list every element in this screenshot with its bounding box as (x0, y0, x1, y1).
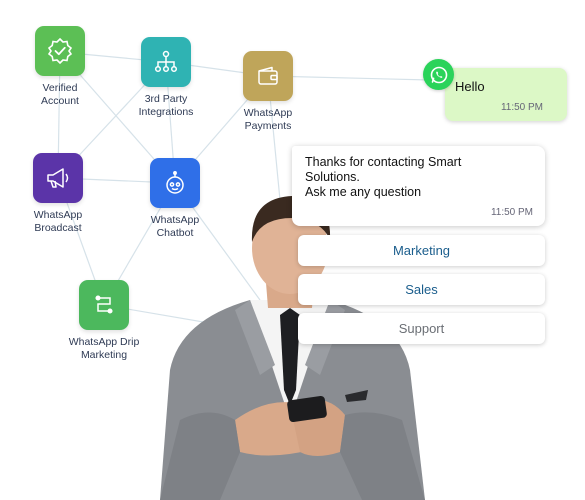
third-party-tile (141, 37, 191, 87)
whatsapp-icon (430, 66, 447, 83)
bot-message-time: 11:50 PM (490, 207, 533, 218)
node-third-party-integrations[interactable]: 3rd Party Integrations (111, 37, 221, 119)
bot-message-text: Thanks for contacting Smart Solutions. A… (305, 155, 462, 199)
node-label: Verified Account (41, 82, 79, 107)
user-message-time: 11:50 PM (500, 102, 543, 113)
node-label: WhatsApp Broadcast (33, 209, 83, 234)
user-message-text: Hello (455, 79, 485, 94)
network-hierarchy-icon (154, 50, 178, 73)
node-label: 3rd Party Integrations (138, 93, 194, 118)
quick-reply-sales[interactable]: Sales (298, 274, 545, 305)
node-verified-account[interactable]: Verified Account (5, 26, 115, 108)
quick-reply-support[interactable]: Support (298, 313, 545, 344)
chatbot-tile (150, 158, 200, 208)
bot-message-bubble: Thanks for contacting Smart Solutions. A… (292, 146, 545, 226)
drip-tile (79, 280, 129, 330)
drip-flow-icon (95, 295, 113, 314)
user-message-bubble: Hello 11:50 PM (445, 68, 567, 121)
node-label: WhatsApp Chatbot (150, 214, 200, 239)
node-label: WhatsApp Drip Marketing (68, 336, 140, 361)
megaphone-icon (47, 168, 69, 188)
payments-tile (243, 51, 293, 101)
verified-badge-icon (47, 37, 73, 65)
node-whatsapp-chatbot[interactable]: WhatsApp Chatbot (120, 158, 230, 240)
whatsapp-logo-icon (423, 59, 454, 90)
broadcast-tile (33, 153, 83, 203)
robot-icon (166, 171, 184, 194)
node-label: WhatsApp Payments (243, 107, 293, 132)
quick-reply-marketing[interactable]: Marketing (298, 235, 545, 266)
node-whatsapp-broadcast[interactable]: WhatsApp Broadcast (3, 153, 113, 235)
node-whatsapp-payments[interactable]: WhatsApp Payments (213, 51, 323, 133)
node-whatsapp-drip-marketing[interactable]: WhatsApp Drip Marketing (49, 280, 159, 362)
wallet-icon (258, 66, 278, 85)
verified-tile (35, 26, 85, 76)
